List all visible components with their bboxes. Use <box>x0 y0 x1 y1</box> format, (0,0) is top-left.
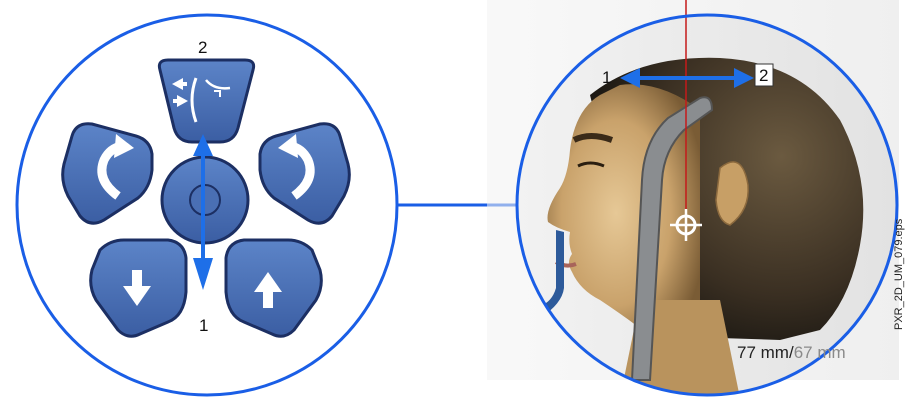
side-caption: PXR_2D_UM_079.eps <box>893 320 905 330</box>
head-positioning-panel <box>487 0 899 398</box>
control-pad-panel <box>17 15 397 395</box>
arrow-label-right: 2 <box>759 66 768 86</box>
arrow-label-left: 1 <box>602 68 611 88</box>
control-label-bottom: 1 <box>199 316 208 336</box>
measurement-active: 77 mm/ <box>737 343 794 362</box>
measurement-readout: 77 mm/67 mm <box>737 343 846 363</box>
control-label-top: 2 <box>198 38 207 58</box>
measurement-inactive: 67 mm <box>794 343 846 362</box>
